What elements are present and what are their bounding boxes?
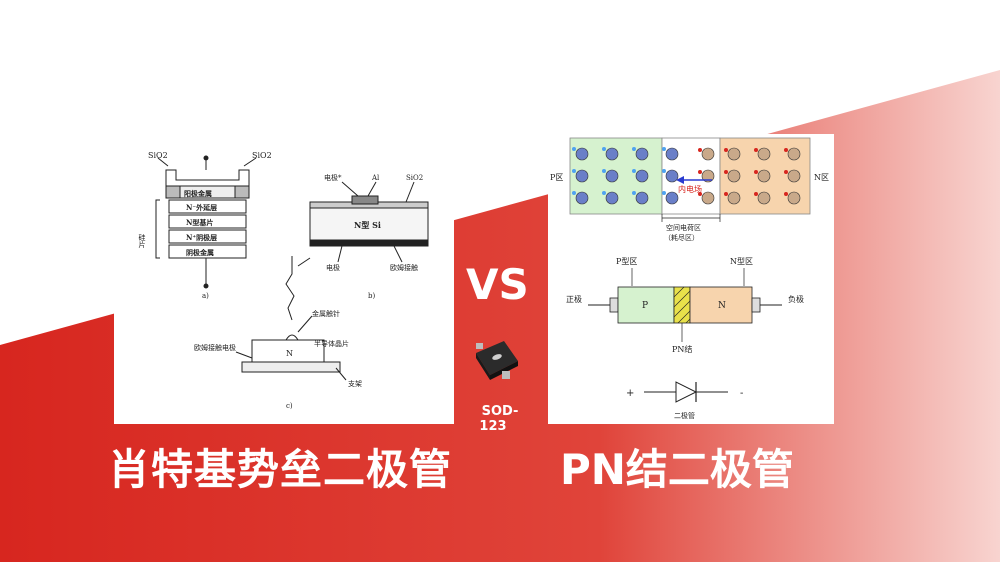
positive-electrode-label: 正极 (566, 294, 582, 304)
n-carrier-dot (701, 147, 715, 161)
pn-junction-title: PN结二极管 (560, 445, 794, 494)
n-type-label: N型区 (730, 257, 753, 266)
sio2-b-label: SiO2 (406, 174, 423, 182)
figure-b-caption: b) (368, 292, 375, 300)
n-electron-dot (698, 148, 702, 152)
n-carrier-dot (787, 147, 801, 161)
vs-label: VS (466, 260, 529, 309)
p-hole-dot (572, 169, 576, 173)
n-carrier-dot (757, 191, 771, 205)
p-hole-dot (602, 191, 606, 195)
p-carrier-dot (635, 147, 649, 161)
n-electron-dot (784, 192, 788, 196)
semiconductor-chip-label: 半导体晶片 (314, 339, 349, 348)
ohmic-electrode-label: 欧姆接触电极 (194, 343, 236, 352)
p-carrier-dot (635, 169, 649, 183)
p-hole-dot (662, 191, 666, 195)
p-type-label: P型区 (616, 257, 637, 266)
p-carrier-dot (665, 191, 679, 205)
n-electron-dot (724, 192, 728, 196)
sio2-left-label: SiO2 (148, 151, 168, 160)
n-carrier-dot (727, 169, 741, 183)
electrode-bottom-label: 电极 (326, 263, 340, 272)
package-label-line1: SOD- (481, 404, 519, 419)
n-block-label: N (718, 301, 726, 311)
p-carrier-dot (665, 147, 679, 161)
metal-needle-label: 金属触针 (312, 309, 340, 318)
n-electron-dot (724, 148, 728, 152)
p-hole-dot (602, 147, 606, 151)
schottky-diagram-panel: SiO2 SiO2 阳极金属 N⁻外延层 N型基片 N⁺阴极层 阴极金属 硅片 … (114, 136, 454, 424)
support-label: 支架 (348, 379, 362, 388)
n-carrier-dot (727, 191, 741, 205)
diode-caption: 二极管 (674, 411, 695, 420)
diode-symbol-icon (644, 381, 728, 403)
n-epi-label: N⁻外延层 (186, 203, 217, 212)
n-electron-dot (698, 192, 702, 196)
space-charge-label: 空间电荷区 (666, 223, 701, 232)
electrode-top-label: 电极* (324, 173, 342, 182)
chip-n-label: N (286, 349, 293, 358)
p-hole-dot (572, 147, 576, 151)
anode-metal-label: 阳极金属 (184, 189, 212, 198)
p-hole-dot (632, 147, 636, 151)
n-carrier-dot (787, 191, 801, 205)
n-electron-dot (784, 148, 788, 152)
negative-electrode-label: 负极 (788, 294, 804, 304)
p-hole-dot (662, 147, 666, 151)
figure-a-caption: a) (202, 292, 209, 300)
schottky-title: 肖特基势垒二极管 (108, 445, 453, 494)
n-carrier-dot (701, 169, 715, 183)
n-electron-dot (754, 170, 758, 174)
p-zone-label: P区 (550, 173, 563, 182)
n-carrier-dot (701, 191, 715, 205)
n-carrier-dot (757, 169, 771, 183)
al-label: Al (371, 174, 380, 182)
figure-c-caption: c) (286, 402, 293, 410)
p-hole-dot (632, 191, 636, 195)
n-carrier-dot (727, 147, 741, 161)
p-hole-dot (662, 169, 666, 173)
p-block-label: P (642, 301, 648, 311)
p-carrier-dot (605, 191, 619, 205)
p-hole-dot (632, 169, 636, 173)
n-cathode-layer-label: N⁺阴极层 (186, 233, 217, 242)
p-hole-dot (572, 191, 576, 195)
pn-junction-diagram-panel: 内电场 P区 N区 空间电荷区 （耗尽区） P型区 N型区 P N 正极 负极 … (548, 134, 834, 424)
n-electron-dot (724, 170, 728, 174)
p-carrier-dot (605, 169, 619, 183)
n-electron-dot (784, 170, 788, 174)
n-electron-dot (754, 192, 758, 196)
internal-field-label: 内电场 (678, 184, 702, 194)
n-substrate-label: N型基片 (186, 218, 213, 227)
p-carrier-dot (575, 191, 589, 205)
pn-junction-label: PN结 (672, 344, 692, 354)
sio2-right-label: SiO2 (252, 151, 272, 160)
n-electron-dot (698, 170, 702, 174)
package-label: SOD- 123 (470, 404, 530, 434)
depletion-label: （耗尽区） (664, 234, 699, 242)
package-label-line2: 123 (479, 419, 507, 434)
n-zone-label: N区 (814, 173, 829, 182)
sod123-chip-icon (476, 341, 518, 380)
p-carrier-dot (635, 191, 649, 205)
plus-label: + (626, 388, 634, 399)
p-carrier-dot (605, 147, 619, 161)
ohmic-contact-label: 欧姆接触 (390, 263, 418, 272)
p-carrier-dot (575, 169, 589, 183)
p-carrier-dot (665, 169, 679, 183)
n-carrier-dot (757, 147, 771, 161)
n-si-label: N型 Si (354, 220, 381, 230)
p-block (617, 286, 675, 324)
cathode-metal-label: 阴极金属 (186, 248, 214, 257)
p-carrier-dot (575, 147, 589, 161)
p-hole-dot (602, 169, 606, 173)
wafer-side-label: 硅片 (138, 233, 146, 249)
n-electron-dot (754, 148, 758, 152)
minus-label: - (740, 388, 743, 399)
n-carrier-dot (787, 169, 801, 183)
